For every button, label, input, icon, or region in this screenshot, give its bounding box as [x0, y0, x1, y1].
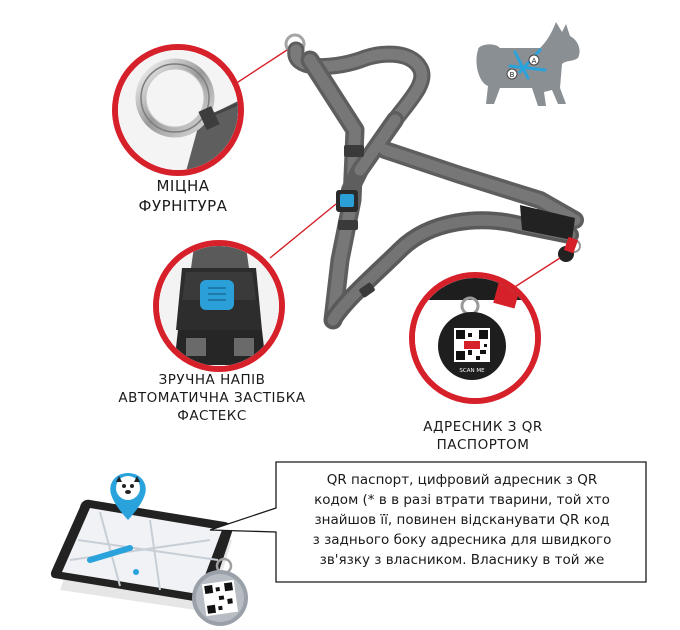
- location-pin-icon: [110, 473, 146, 520]
- label-hardware-line: МІЦНА: [156, 177, 210, 195]
- callout-line: з заднього боку адресника для швидкого: [312, 532, 612, 548]
- callout-line: кодом (* в в разі втрати тварини, той хт…: [314, 492, 610, 508]
- label-buckle-line: ЗРУЧНА НАПІВ: [158, 372, 266, 388]
- dog-marker-b: B: [510, 71, 515, 79]
- label-hardware: МІЦНА ФУРНІТУРА: [118, 176, 248, 216]
- dog-diagram: A B: [476, 22, 580, 106]
- callout-line: знайшов її, повинен відсканувати QR код: [314, 512, 610, 528]
- label-buckle-line: АВТОМАТИЧНА ЗАСТІБКА: [118, 390, 306, 406]
- ring-closeup: [112, 44, 244, 176]
- callout-text: QR паспорт, цифровий адресник з QR кодом…: [280, 466, 644, 578]
- label-buckle: ЗРУЧНА НАПІВ АВТОМАТИЧНА ЗАСТІБКА ФАСТЕК…: [104, 371, 320, 425]
- label-tag-line: АДРЕСНИК З QR: [423, 419, 543, 435]
- dog-marker-a: A: [532, 57, 537, 65]
- label-tag-line: ПАСПОРТОМ: [436, 437, 530, 453]
- qr-tag-icon: SCAN ME: [438, 312, 506, 380]
- callout-line: зв'язку з власником. Власнику в той же: [319, 552, 605, 568]
- qr-tag-small-icon: [192, 557, 248, 626]
- buckle-closeup: [153, 240, 285, 372]
- label-buckle-line: ФАСТЕКС: [177, 408, 247, 424]
- tag-scan-label: SCAN ME: [459, 368, 485, 374]
- callout-box: [209, 461, 647, 583]
- harness: [284, 33, 584, 330]
- label-hardware-line: ФУРНІТУРА: [138, 197, 228, 215]
- ring-icon: [135, 58, 215, 138]
- tag-closeup: SCAN ME: [409, 272, 541, 404]
- phone-map-icon: [50, 499, 233, 612]
- callout-line: QR паспорт, цифровий адресник з QR: [326, 472, 598, 488]
- buckle-icon: [174, 268, 266, 365]
- label-tag: АДРЕСНИК З QR ПАСПОРТОМ: [398, 418, 568, 454]
